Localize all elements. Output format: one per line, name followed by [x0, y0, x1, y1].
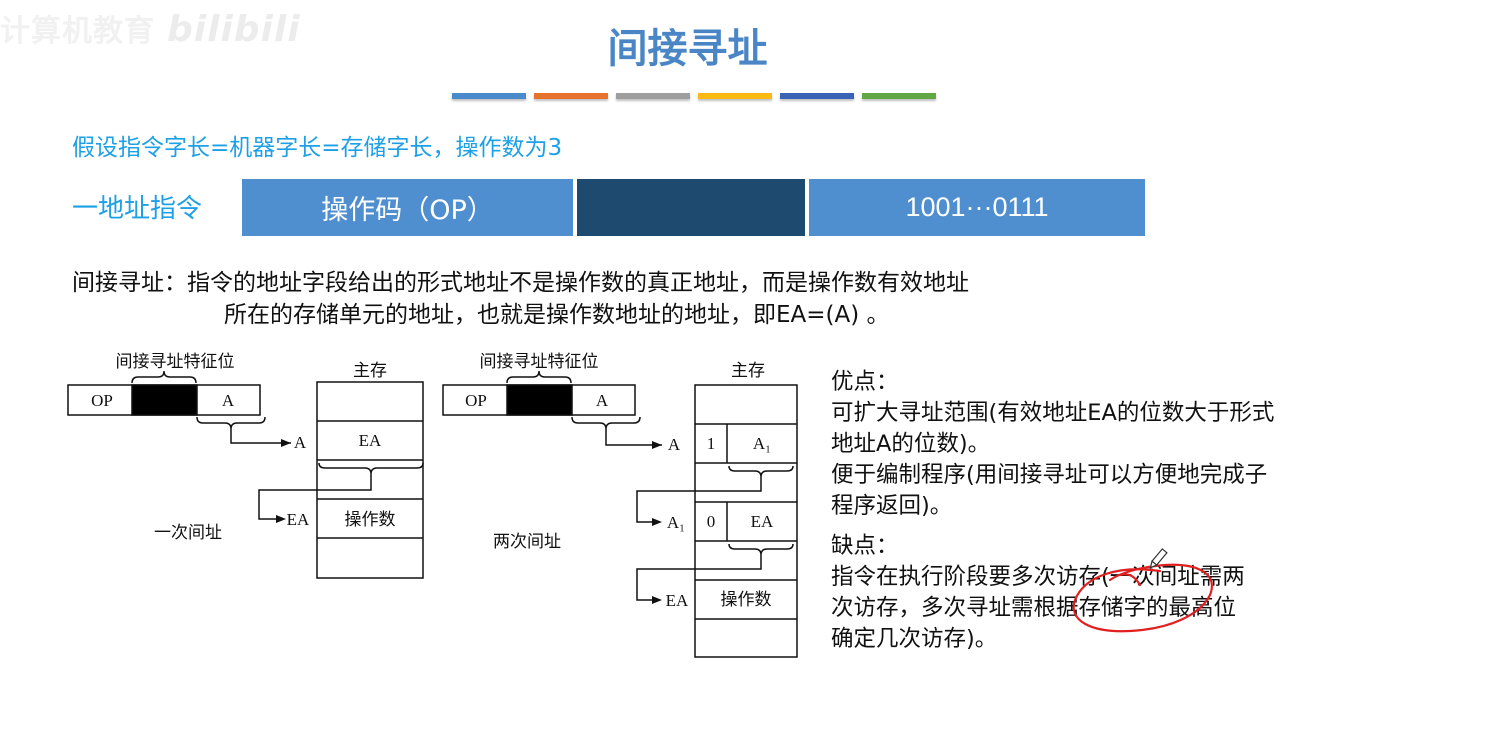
cons-line-2: 次访存，多次寻址需根据存储字的最高位 [831, 595, 1237, 621]
cell-operand: 操作数 [721, 590, 772, 609]
memory-label: 主存 [353, 361, 387, 380]
arrow-a-label: A [294, 433, 307, 452]
watermark: 计算机教育 bilibili [0, 6, 301, 50]
memory-label: 主存 [731, 361, 765, 380]
bilibili-logo: bilibili [167, 9, 301, 50]
op-label: OP [91, 391, 113, 410]
instruction-format: 操作码（OP） 1001···0111 [242, 179, 1145, 236]
accent-bar-5 [780, 93, 854, 99]
cell-operand: 操作数 [345, 510, 396, 529]
caption-single: 一次间址 [154, 523, 222, 542]
pen-cursor-icon [1149, 548, 1168, 569]
arrow-a-label: A [668, 435, 681, 454]
pros-item-2-line-1: 便于编制程序(用间接寻址可以方便地完成子 [831, 462, 1268, 488]
cell-flag-1: 1 [707, 434, 716, 453]
pros-item-2-line-2: 程序返回)。 [831, 493, 953, 519]
accent-bars [452, 93, 936, 99]
arrow-ea-label: EA [287, 510, 310, 529]
definition-line-1: 间接寻址：指令的地址字段给出的形式地址不是操作数的真正地址，而是操作数有效地址 [72, 270, 969, 296]
cons-heading: 缺点： [831, 533, 899, 559]
op-label: OP [465, 391, 487, 410]
pros-item-1-line-1: 可扩大寻址范围(有效地址EA的位数大于形式 [831, 400, 1275, 426]
instruction-label: 一地址指令 [72, 194, 203, 224]
cell-ea: EA [751, 512, 774, 531]
accent-bar-6 [862, 93, 936, 99]
pros-cons-panel: 优点： 可扩大寻址范围(有效地址EA的位数大于形式 地址A的位数)。 便于编制程… [831, 367, 1274, 655]
watermark-text: 计算机教育 [0, 14, 155, 49]
caption-double: 两次间址 [493, 532, 561, 551]
definition: 间接寻址：指令的地址字段给出的形式地址不是操作数的真正地址，而是操作数有效地址 … [72, 267, 969, 331]
diagram-double-indirect: 间接寻址特征位 OP A 主存 A 1 A₁ A₁ 0 EA EA 操作数 两次… [442, 352, 798, 658]
a-label: A [596, 391, 609, 410]
annotation-circle [1072, 548, 1213, 633]
feature-bit-label: 间接寻址特征位 [116, 352, 235, 371]
accent-bar-2 [534, 93, 608, 99]
indirect-bit-field [577, 179, 805, 236]
feature-bit-label: 间接寻址特征位 [480, 352, 599, 371]
cell-flag-0: 0 [707, 512, 716, 531]
cons-line-1: 指令在执行阶段要多次访存(一次间址需两 [831, 564, 1245, 590]
diagram-single-indirect: 间接寻址特征位 OP A 主存 A EA EA 操作数 一次间址 [67, 352, 424, 579]
cons-line-3: 确定几次访存)。 [831, 626, 998, 652]
arrow-ea-label: EA [666, 591, 689, 610]
arrow-a1-label: A₁ [667, 513, 685, 532]
definition-line-2: 所在的存储单元的地址，也就是操作数地址的地址，即EA=(A) 。 [224, 302, 890, 328]
accent-bar-4 [698, 93, 772, 99]
accent-bar-1 [452, 93, 526, 99]
a-label: A [222, 391, 235, 410]
pros-item-1-line-2: 地址A的位数)。 [831, 431, 991, 457]
pros-heading: 优点： [831, 369, 899, 395]
address-field: 1001···0111 [809, 179, 1145, 236]
accent-bar-3 [616, 93, 690, 99]
assumption-text: 假设指令字长=机器字长=存储字长，操作数为3 [72, 135, 563, 161]
cell-ea: EA [359, 431, 382, 450]
cell-a1: A₁ [753, 434, 771, 453]
opcode-field: 操作码（OP） [242, 179, 573, 236]
slide-title: 间接寻址 [607, 25, 768, 72]
